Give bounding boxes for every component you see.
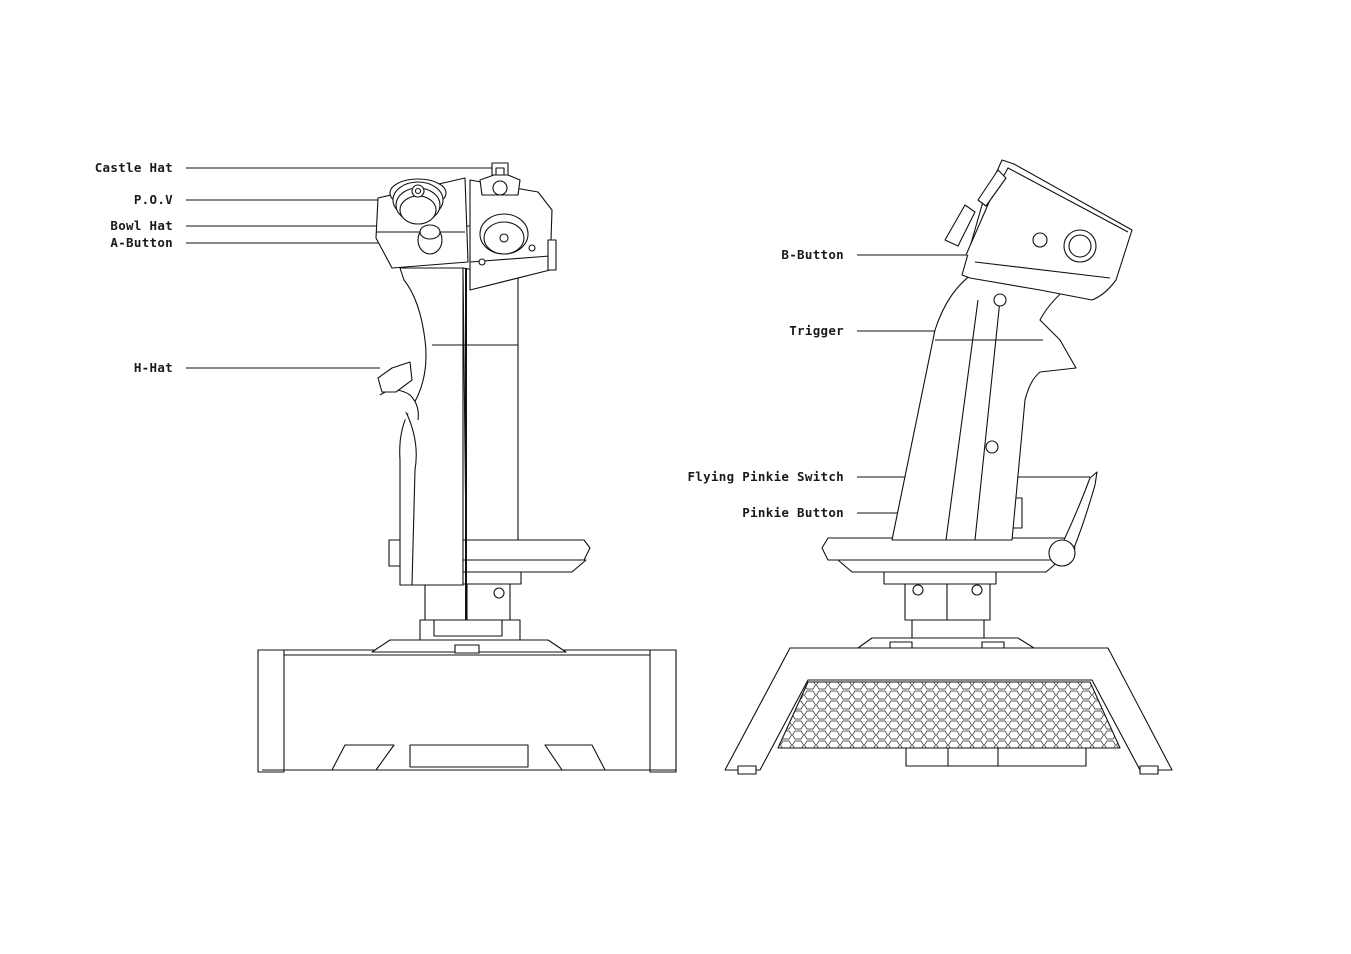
side-stem bbox=[904, 581, 991, 639]
pov-hat-front bbox=[389, 178, 447, 225]
label-bowl-hat: Bowl Hat bbox=[110, 218, 173, 233]
bowl-hat-front bbox=[479, 213, 536, 255]
side-base bbox=[724, 637, 1173, 775]
front-stem bbox=[419, 581, 521, 641]
label-pov: P.O.V bbox=[133, 192, 173, 207]
side-grip bbox=[891, 271, 1083, 541]
label-trigger: Trigger bbox=[789, 323, 844, 338]
label-castle-hat: Castle Hat bbox=[94, 160, 173, 175]
side-view-joystick bbox=[724, 159, 1173, 775]
label-a-button: A-Button bbox=[110, 235, 173, 250]
label-flying-pinkie-switch: Flying Pinkie Switch bbox=[687, 469, 844, 484]
a-button-front bbox=[417, 224, 443, 255]
castle-hat-front bbox=[479, 162, 521, 196]
flying-pinkie-switch-side bbox=[1048, 471, 1098, 567]
front-view-joystick bbox=[257, 162, 677, 773]
front-grip bbox=[377, 267, 519, 620]
front-base bbox=[257, 639, 677, 773]
label-pinkie-button: Pinkie Button bbox=[742, 505, 844, 520]
label-h-hat: H-Hat bbox=[133, 360, 173, 375]
side-collar bbox=[821, 537, 1076, 585]
label-b-button: B-Button bbox=[781, 247, 844, 262]
side-head bbox=[944, 159, 1133, 301]
